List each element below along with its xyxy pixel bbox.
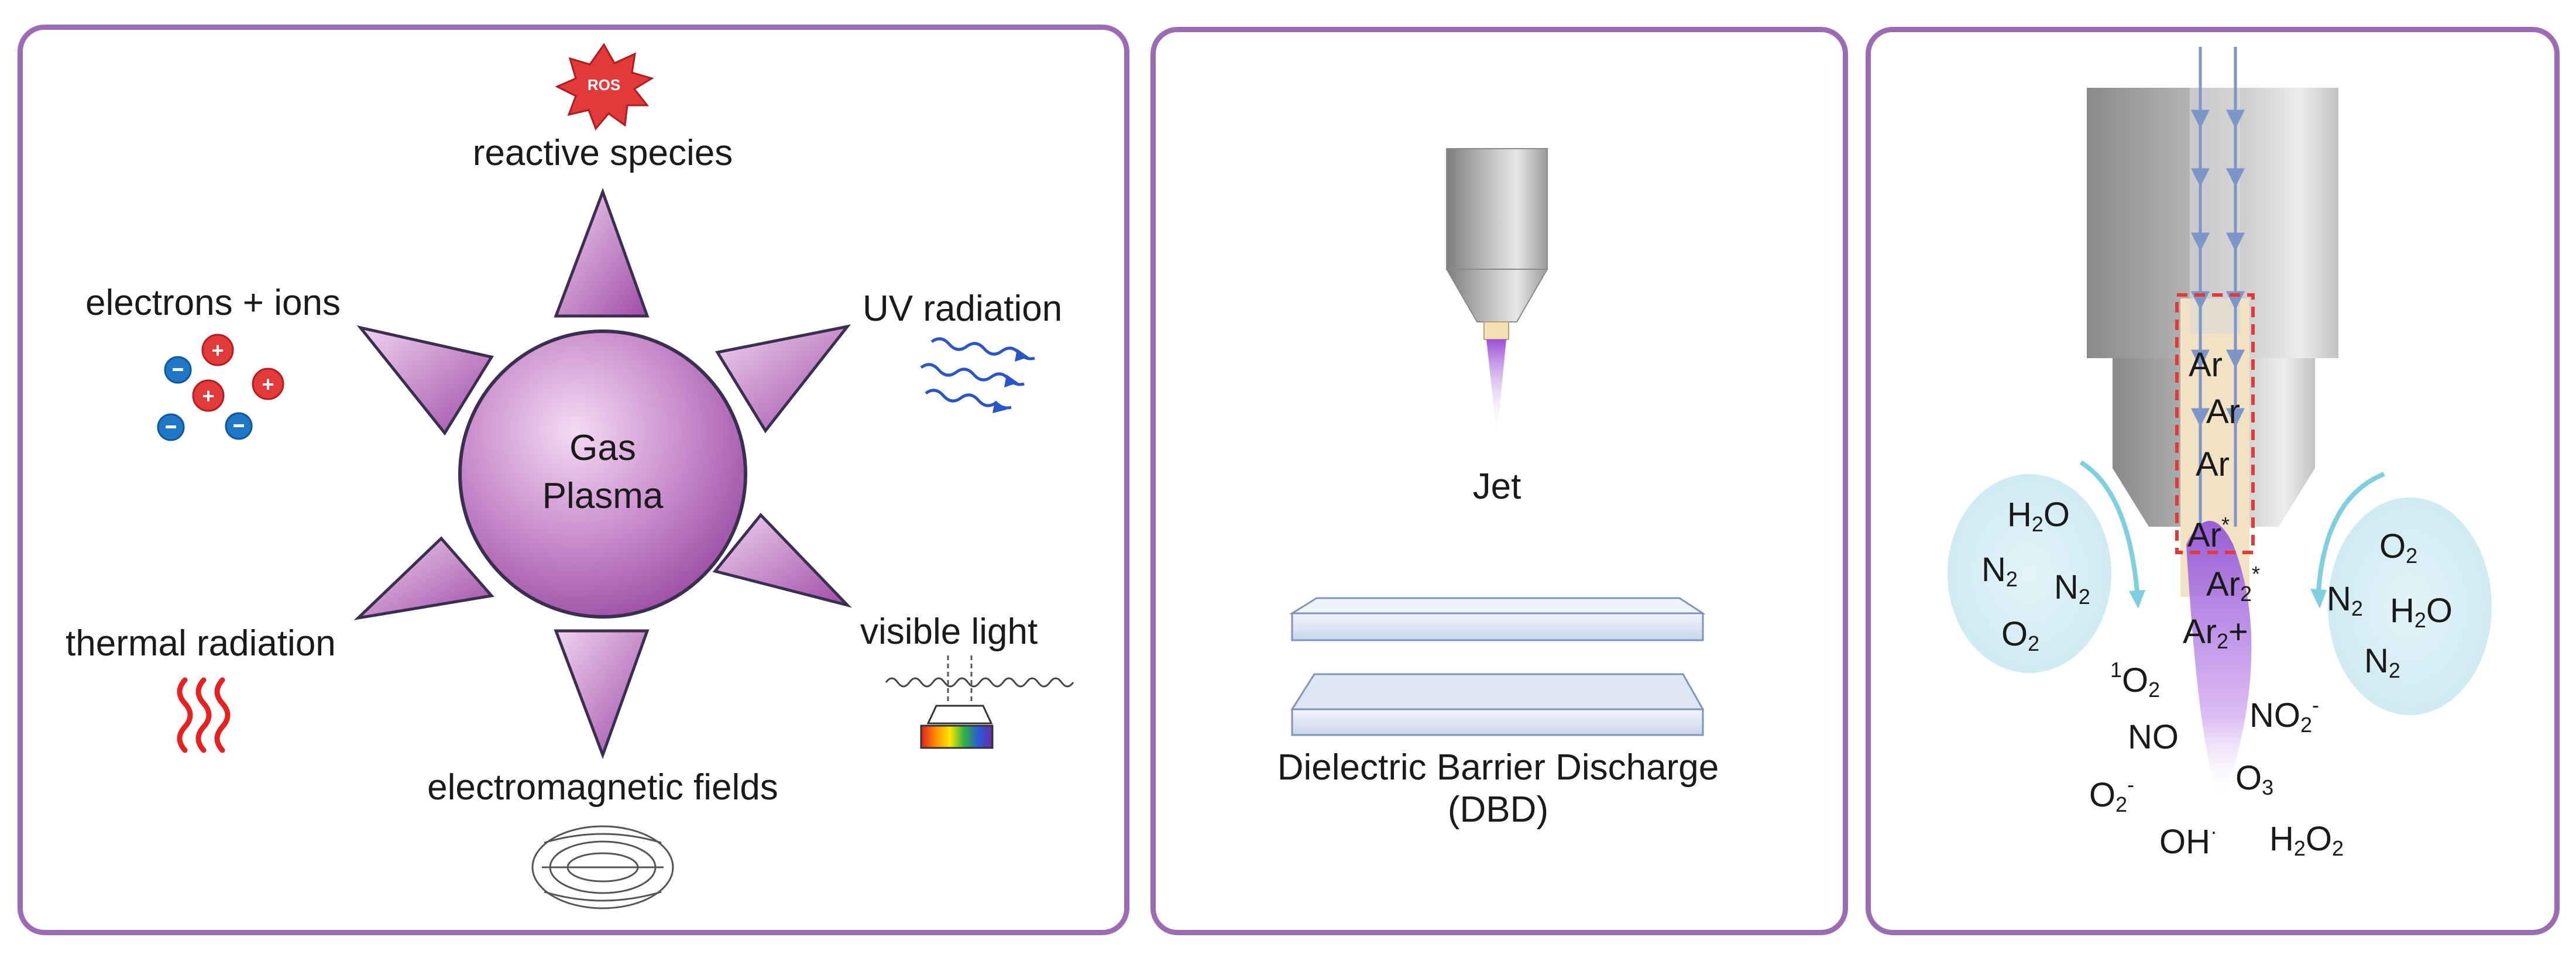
thermal-radiation-label: thermal radiation <box>66 623 336 664</box>
triangle-upper-left <box>356 325 494 436</box>
n2-right-label-2: N2 <box>2364 642 2400 682</box>
triangle-upper-right <box>715 324 851 434</box>
reactive-species-label: reactive species <box>472 133 733 173</box>
electromagnetic-fields-label: electromagnetic fields <box>427 767 778 808</box>
dbd-device <box>1289 597 1706 736</box>
gas-plasma-sphere <box>458 329 747 619</box>
gas-flow-arrows <box>2190 47 2245 527</box>
h2o-right-label: H2O <box>2390 592 2453 632</box>
ar-label-2: Ar <box>2206 393 2240 431</box>
gas-label: Gas <box>569 428 636 468</box>
ar2-excited-label: Ar2* <box>2206 562 2260 606</box>
electrons-ions-label: electrons + ions <box>85 283 341 323</box>
ionization-zone-box <box>2175 293 2255 554</box>
o2-right-label: O2 <box>2379 527 2418 568</box>
visible-light-icon <box>885 655 1074 749</box>
singlet-oxygen-label: 1O2 <box>2110 658 2161 702</box>
n2-left-label-2: N2 <box>2054 568 2090 609</box>
visible-light-label: visible light <box>860 612 1038 652</box>
svg-text:+: + <box>211 338 224 362</box>
jet-label: Jet <box>1472 466 1521 507</box>
ros-label: ROS <box>587 76 621 94</box>
electrons-ions-icon: + + + <box>157 334 284 441</box>
air-entrainment-arrow-right <box>2316 472 2385 592</box>
ar-excited-label: Ar* <box>2187 513 2230 555</box>
ar-label-1: Ar <box>2189 346 2223 384</box>
n2-left-label-1: N2 <box>1981 551 2018 591</box>
air-entrainment-arrow-left <box>2079 460 2139 592</box>
h2o2-label: H2O2 <box>2269 820 2344 860</box>
plasma-triangles <box>353 187 852 760</box>
ar2-ion-label: Ar2+ <box>2183 613 2248 653</box>
n2-right-label-1: N2 <box>2327 580 2363 620</box>
triangle-lower-right <box>712 513 852 608</box>
dbd-label-line1: Dielectric Barrier Discharge <box>1277 747 1719 788</box>
ros-burst-icon <box>555 43 654 131</box>
ambient-air-cloud-left <box>1948 474 2111 673</box>
o3-label: O3 <box>2235 759 2274 799</box>
no2-minus-label: NO2- <box>2249 693 2319 737</box>
uv-waves-icon <box>920 337 1035 413</box>
electromagnetic-field-icon <box>531 825 674 909</box>
o2-minus-label: O2- <box>2089 772 2135 817</box>
ambient-air-cloud-right <box>2328 497 2492 715</box>
triangle-bottom <box>554 629 650 760</box>
jet-nozzle-body <box>2087 88 2338 597</box>
plasma-label: Plasma <box>542 476 664 516</box>
dbd-discharge-filaments <box>1321 644 1675 679</box>
thermal-radiation-icon <box>177 677 231 753</box>
hydroxyl-label: OH· <box>2159 819 2217 861</box>
dbd-label-line2: (DBD) <box>1447 789 1549 830</box>
plasma-plume <box>2186 521 2252 802</box>
no-label: NO <box>2128 718 2179 756</box>
triangle-top <box>554 187 650 318</box>
ar-label-3: Ar <box>2196 445 2230 483</box>
uv-radiation-label: UV radiation <box>863 289 1063 329</box>
h2o-left-label: H2O <box>2007 496 2070 536</box>
o2-left-label: O2 <box>2001 615 2040 655</box>
plasma-jet-device <box>1445 148 1548 437</box>
svg-text:+: + <box>262 372 274 396</box>
triangle-lower-left <box>353 536 494 620</box>
svg-text:+: + <box>202 384 214 408</box>
